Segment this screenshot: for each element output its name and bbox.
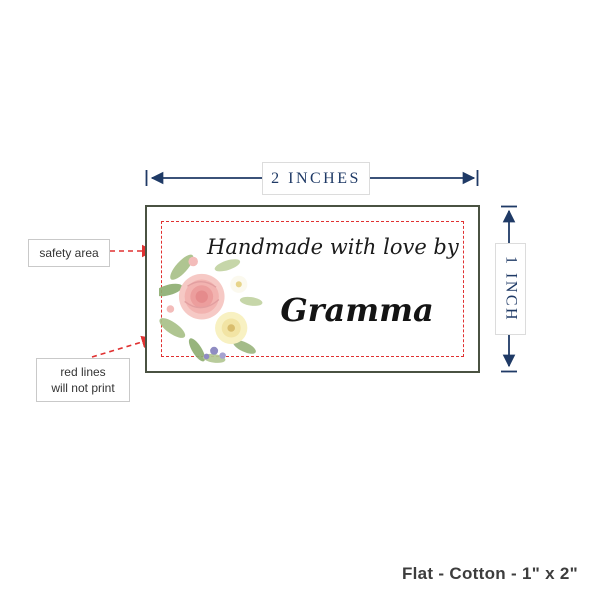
red-lines-callout-line2: will not print — [51, 381, 115, 396]
red-lines-callout-line1: red lines — [60, 365, 106, 379]
label-preview: Handmade with love by Gramma — [145, 205, 480, 373]
pink-rose — [178, 273, 225, 320]
height-dimension-label: 1 INCH — [495, 243, 526, 335]
floral-illustration — [159, 254, 263, 363]
width-dimension-label: 2 INCHES — [262, 162, 370, 195]
red-lines-callout: red lines will not print — [36, 358, 130, 403]
safety-area-callout: safety area — [28, 239, 110, 268]
purple-buds — [203, 346, 226, 360]
red-lines-arrow — [91, 335, 155, 358]
yellow-flower — [215, 311, 248, 345]
product-caption: Flat - Cotton - 1" x 2" — [401, 564, 578, 583]
pink-buds — [166, 256, 198, 313]
label-text-line1: Handmade with love by — [207, 235, 459, 259]
small-white-flower — [230, 275, 248, 293]
label-text-line2: Gramma — [280, 291, 434, 329]
